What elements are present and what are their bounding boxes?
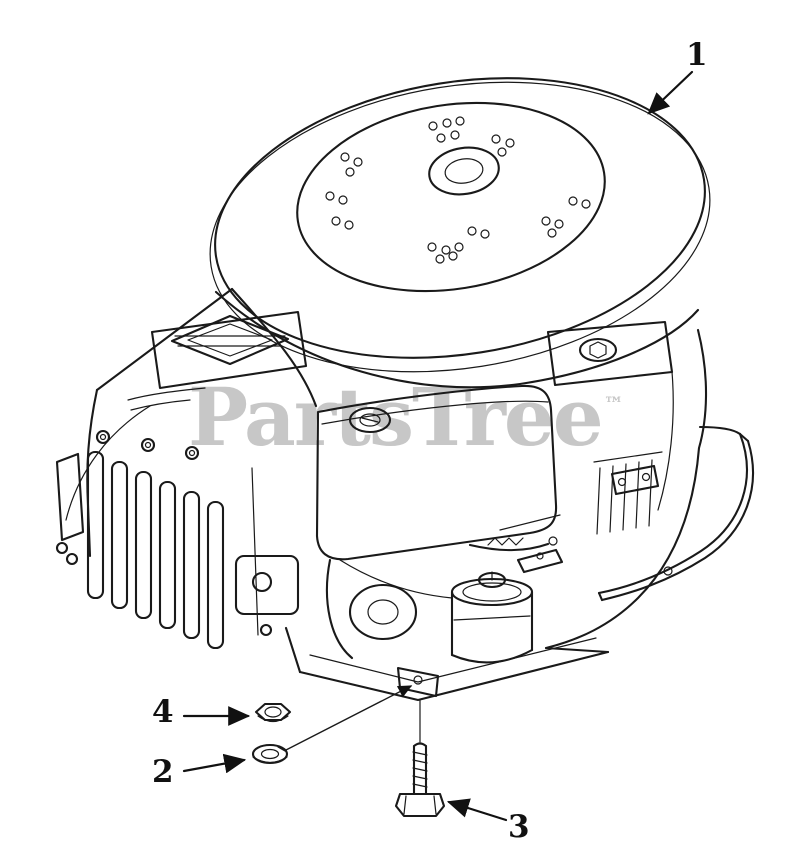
callout-label-4: 4	[152, 694, 174, 730]
canister	[450, 571, 534, 664]
carburetor-area	[468, 451, 663, 574]
watermark-text: PartsTree	[188, 370, 604, 464]
hex-nut	[254, 702, 292, 723]
hardware-leader-line	[285, 685, 413, 751]
mounting-base	[284, 626, 610, 751]
callout-arrow-3	[446, 798, 508, 822]
callout-arrow-1	[647, 70, 694, 115]
plug-wire	[65, 405, 151, 521]
callout-label-2: 2	[152, 754, 174, 790]
fuel-tank	[315, 384, 558, 561]
callout-arrow-2	[182, 753, 247, 774]
lever	[516, 548, 564, 574]
mounting-hole	[413, 675, 423, 685]
oil-cap	[578, 337, 618, 363]
bolt-head	[394, 792, 446, 818]
right-panel	[546, 320, 674, 511]
housing-screw-dots	[325, 116, 591, 264]
governor-spring	[487, 537, 524, 546]
fuel-cap	[348, 406, 392, 434]
callout-label-3: 3	[508, 809, 530, 845]
cooling-fins	[55, 405, 225, 650]
linkage-rod	[468, 542, 550, 552]
mounting-foot	[396, 666, 440, 698]
lock-washer	[251, 743, 289, 765]
side-component	[234, 554, 300, 637]
fuel-hose	[597, 425, 755, 602]
callout-arrows	[182, 70, 694, 822]
left-bracket	[55, 452, 85, 542]
bracket	[610, 464, 660, 496]
brand-logo	[127, 310, 308, 411]
crankcase-boss	[325, 558, 418, 660]
callout-label-1: 1	[686, 37, 708, 73]
blower-housing	[209, 77, 711, 389]
hose-clamp	[663, 566, 673, 576]
watermark-trademark: ™	[603, 392, 624, 416]
mounting-bolt	[394, 742, 446, 818]
